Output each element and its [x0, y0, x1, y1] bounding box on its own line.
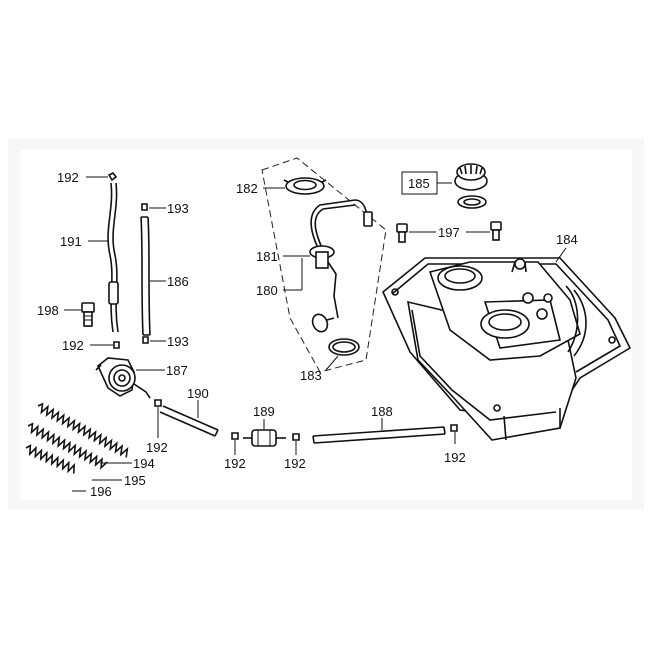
fuel-cap-part	[454, 163, 488, 209]
spring-195-part	[27, 422, 108, 470]
bolt-part	[81, 302, 95, 327]
sender-gasket-part	[328, 338, 360, 356]
label-192-right: 192	[444, 450, 466, 465]
label-192-top-left: 192	[57, 170, 79, 185]
fuel-hose-short-part	[159, 405, 219, 437]
label-194: 194	[133, 456, 155, 471]
fuel-level-sender-part	[309, 199, 373, 333]
label-193-bottom: 193	[167, 334, 189, 349]
label-192-filter-right: 192	[284, 456, 306, 471]
spring-194-part	[37, 402, 129, 458]
label-187: 187	[166, 363, 188, 378]
label-191: 191	[60, 234, 82, 249]
label-182: 182	[236, 181, 258, 196]
label-193-top: 193	[167, 201, 189, 216]
fuel-valve-part	[95, 357, 151, 399]
hose-clip-part	[450, 424, 458, 432]
label-183: 183	[300, 368, 322, 383]
bolt-part	[396, 223, 408, 243]
label-181: 181	[256, 249, 278, 264]
label-189: 189	[253, 404, 275, 419]
label-190: 190	[187, 386, 209, 401]
hose-clip-part	[154, 399, 162, 407]
sender-assembly-outline	[261, 157, 387, 373]
hose-clip-part	[107, 171, 118, 182]
label-180: 180	[256, 283, 278, 298]
vacuum-hose-part	[107, 182, 119, 333]
hose-clip-part	[231, 432, 239, 440]
bolt-part	[490, 221, 502, 241]
fuel-filter-part	[243, 429, 286, 447]
label-195: 195	[124, 473, 146, 488]
label-192-filter-left: 192	[224, 456, 246, 471]
label-198: 198	[37, 303, 59, 318]
spring-196-part	[25, 444, 76, 474]
hose-clip-part	[141, 203, 148, 211]
label-196: 196	[90, 484, 112, 499]
label-192-valve: 192	[62, 338, 84, 353]
fuel-hose-long-part	[312, 426, 446, 444]
label-185: 185	[408, 176, 430, 191]
label-186: 186	[167, 274, 189, 289]
label-184: 184	[556, 232, 578, 247]
label-188: 188	[371, 404, 393, 419]
hose-clip-part	[142, 336, 149, 344]
fuel-hose-part	[140, 216, 151, 336]
label-192-lower-left: 192	[146, 440, 168, 455]
hose-clip-part	[113, 341, 120, 349]
hose-clip-part	[292, 433, 300, 441]
label-197: 197	[438, 225, 460, 240]
retaining-ring-part	[283, 177, 327, 195]
fuel-tank-part	[382, 257, 632, 441]
